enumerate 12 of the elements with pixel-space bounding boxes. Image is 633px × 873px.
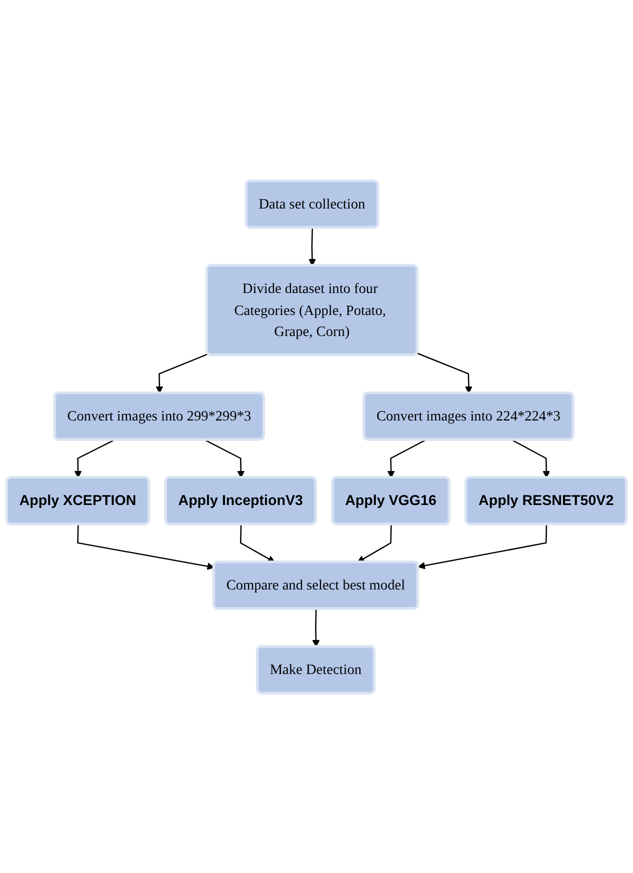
arrow — [511, 438, 550, 478]
arrow — [418, 524, 548, 569]
arrow — [77, 524, 214, 570]
arrow — [308, 227, 316, 266]
arrow — [156, 352, 209, 394]
arrow — [357, 524, 392, 562]
arrow — [416, 352, 472, 394]
arrow — [387, 438, 426, 478]
arrow — [74, 438, 115, 478]
arrow — [240, 524, 275, 562]
arrow — [312, 608, 320, 647]
arrow — [204, 438, 245, 478]
